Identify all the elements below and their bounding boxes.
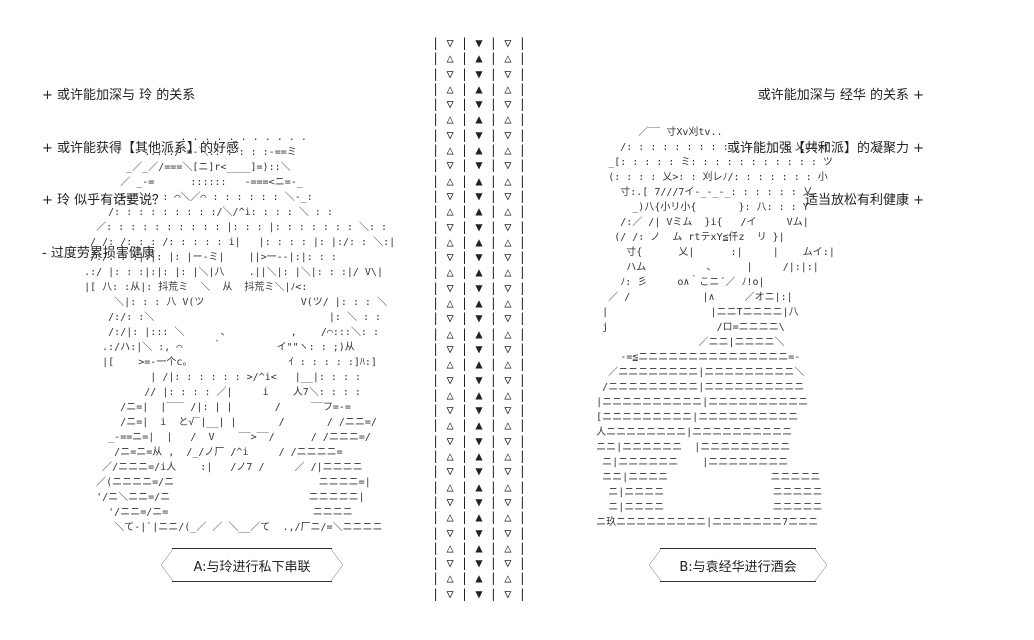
left-option: + 或许能获得【其他派系】的好感	[42, 140, 240, 156]
left-options: + 或许能加深与 玲 的关系 + 或许能获得【其他派系】的好感 + 玲 似乎有话…	[42, 52, 239, 280]
left-option: + 玲 似乎有话要说？	[42, 193, 166, 208]
choice-a-label: A:与玲进行私下串联	[193, 559, 311, 575]
right-option: 适当放松有利健康 +	[804, 193, 924, 208]
choice-b-label: B:与袁经华进行酒会	[679, 559, 797, 575]
choice-b-button[interactable]: B:与袁经华进行酒会	[649, 548, 827, 582]
left-option: - 过度劳累损害健康	[42, 245, 155, 261]
choice-a-button[interactable]: A:与玲进行私下串联	[161, 548, 343, 582]
left-character-ascii-art: . . . . . . . . . . . ...../ =-＼:: : : :…	[84, 132, 396, 533]
left-option: + 或许能加深与 玲 的关系	[42, 88, 196, 103]
triangle-divider: | ▽ | ▼ | ▽ | | △ | ▲ | △ | | ▽ | ▼ | ▽ …	[432, 36, 526, 601]
right-options: 或许能加深与 经华 的关系 + 或许能加强【共和派】的凝聚力 + 适当放松有利健…	[727, 52, 924, 227]
right-character-ascii-art: ／‾‾ 寸Xv刈tv.. /: : : : : : : : : : : : : …	[596, 127, 835, 528]
right-option: 或许能加强【共和派】的凝聚力 +	[726, 140, 924, 156]
right-option: 或许能加深与 经华 的关系 +	[757, 88, 924, 103]
